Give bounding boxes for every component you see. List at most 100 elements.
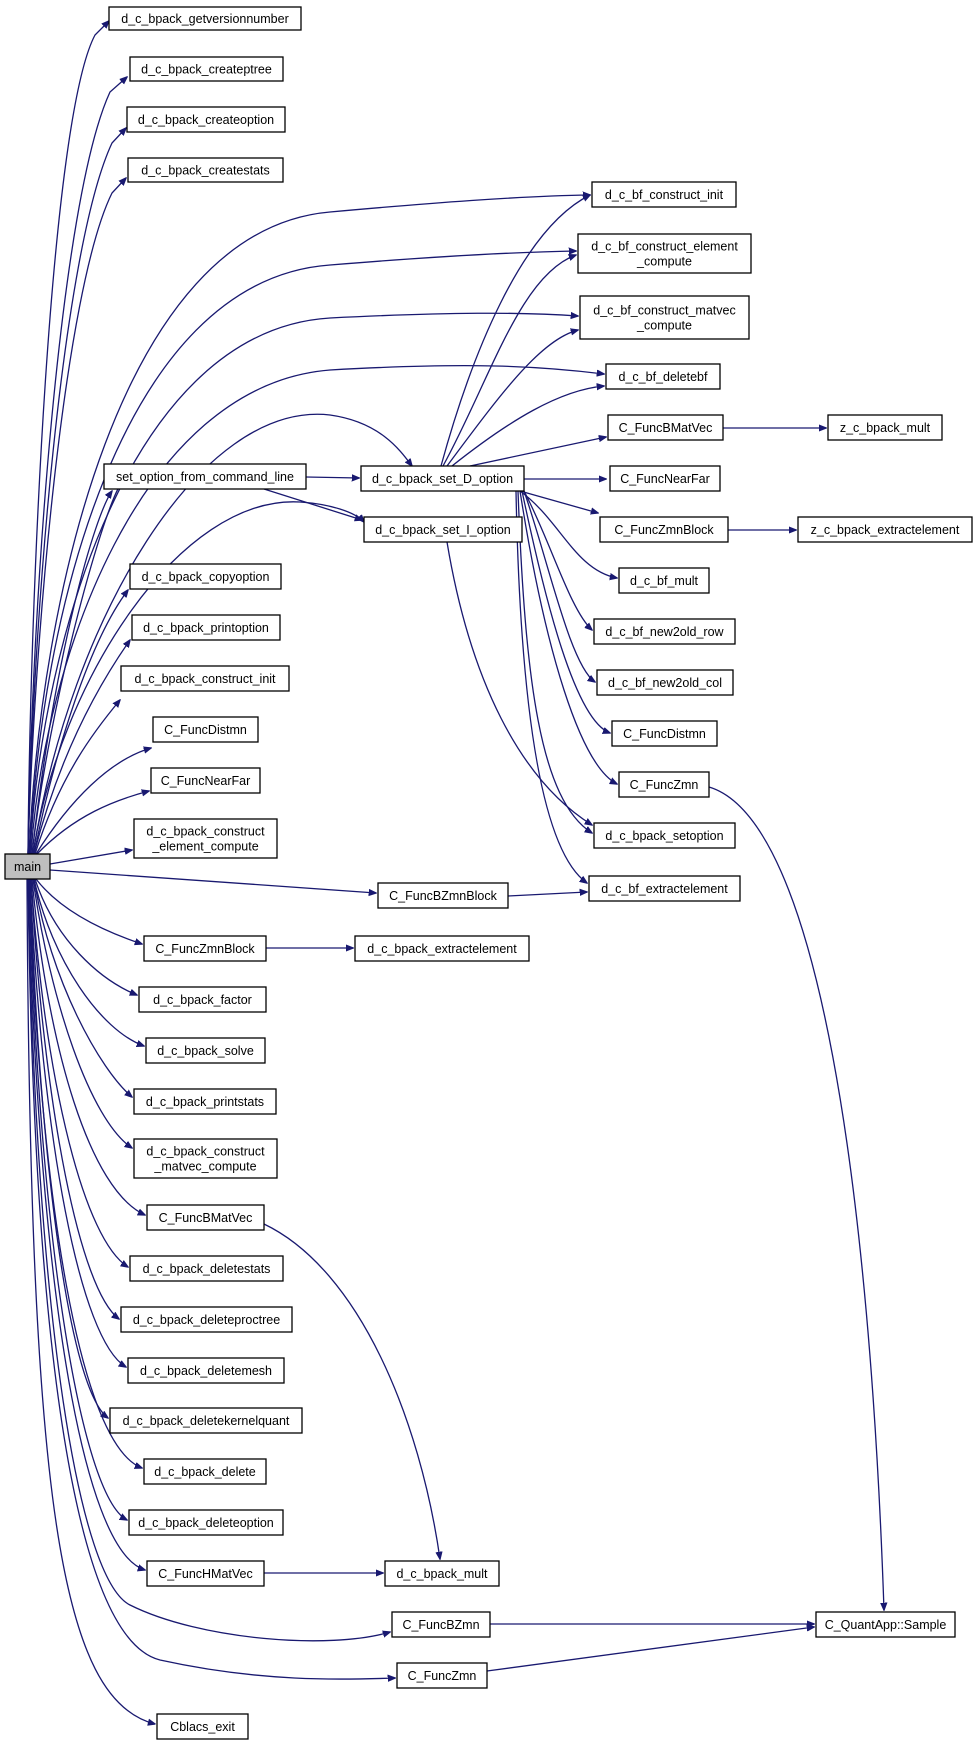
call-edge	[27, 878, 145, 1570]
function-node[interactable]: d_c_bpack_solve	[145, 1037, 266, 1064]
call-edge	[486, 1627, 814, 1672]
function-node[interactable]: C_FuncDistmn	[152, 716, 259, 743]
node-label: d_c_bf_extractelement	[601, 882, 728, 896]
function-node[interactable]: d_c_bpack_createstats	[127, 157, 284, 183]
call-edge	[29, 251, 576, 855]
function-node[interactable]: d_c_bf_construct_element_compute	[577, 233, 752, 274]
function-node[interactable]: d_c_bpack_createptree	[129, 56, 284, 82]
node-box	[354, 935, 530, 962]
call-edge	[34, 700, 120, 855]
function-node[interactable]: z_c_bpack_extractelement	[797, 516, 973, 543]
node-box	[596, 669, 734, 696]
function-node[interactable]: d_c_bpack_construct_init	[120, 665, 290, 692]
function-node[interactable]: C_FuncZmnBlock	[599, 516, 729, 543]
node-box	[133, 1088, 277, 1115]
function-node[interactable]: C_FuncBZmnBlock	[377, 882, 509, 909]
call-edge	[521, 490, 610, 733]
call-edge	[305, 477, 359, 478]
node-box	[360, 465, 525, 492]
node-label: d_c_bpack_set_D_option	[372, 472, 513, 486]
node-box	[577, 233, 752, 274]
node-box	[377, 882, 509, 909]
call-edge	[519, 490, 598, 513]
function-node[interactable]: d_c_bpack_copyoption	[129, 563, 282, 590]
function-node[interactable]: d_c_bf_deletebf	[605, 363, 721, 390]
function-node[interactable]: C_FuncBMatVec	[607, 414, 724, 441]
function-node[interactable]: d_c_bpack_extractelement	[354, 935, 530, 962]
function-node[interactable]: d_c_bpack_deletemesh	[127, 1357, 285, 1384]
function-node[interactable]: d_c_bf_construct_init	[591, 181, 737, 208]
node-box	[797, 516, 973, 543]
node-box	[827, 414, 943, 441]
function-node[interactable]: d_c_bpack_deleteproctree	[120, 1306, 293, 1333]
call-edge	[446, 330, 578, 467]
function-node[interactable]: d_c_bpack_printoption	[131, 614, 281, 641]
node-label: C_FuncBZmnBlock	[389, 889, 497, 903]
call-edge	[33, 590, 128, 855]
function-node[interactable]: d_c_bpack_deletestats	[129, 1255, 284, 1282]
node-box	[152, 716, 259, 743]
call-edge	[34, 878, 137, 995]
node-box	[129, 1255, 284, 1282]
node-label: d_c_bf_new2old_col	[608, 676, 722, 690]
function-node[interactable]: d_c_bpack_set_D_option	[360, 465, 525, 492]
function-node[interactable]: d_c_bpack_printstats	[133, 1088, 277, 1115]
function-node[interactable]: d_c_bf_new2old_row	[593, 618, 736, 645]
node-box	[126, 106, 286, 133]
function-node[interactable]: d_c_bf_mult	[618, 567, 710, 594]
function-node[interactable]: C_FuncNearFar	[150, 767, 261, 794]
function-node[interactable]: d_c_bpack_deletekernelquant	[109, 1407, 303, 1434]
function-node[interactable]: C_FuncZmn	[396, 1662, 488, 1689]
function-node[interactable]: C_FuncZmn	[618, 771, 710, 798]
node-box	[131, 614, 281, 641]
root-node-main[interactable]: main	[4, 853, 51, 880]
node-label: d_c_bpack_extractelement	[367, 942, 517, 956]
node-box	[588, 875, 741, 902]
node-box	[607, 414, 724, 441]
node-label: C_FuncZmnBlock	[155, 942, 255, 956]
call-edge	[33, 878, 132, 1097]
function-node[interactable]: d_c_bf_extractelement	[588, 875, 741, 902]
function-node[interactable]: C_FuncBZmn	[391, 1611, 491, 1638]
function-node[interactable]: d_c_bpack_factor	[138, 986, 267, 1013]
function-node[interactable]: d_c_bf_new2old_col	[596, 669, 734, 696]
node-box	[133, 1138, 278, 1179]
function-node[interactable]: d_c_bf_construct_matvec_compute	[579, 295, 750, 340]
node-label: C_FuncHMatVec	[158, 1567, 252, 1581]
call-edge	[35, 748, 151, 855]
function-node[interactable]: set_option_from_command_line	[103, 463, 307, 490]
function-node[interactable]: C_QuantApp::Sample	[815, 1611, 956, 1638]
function-node[interactable]: d_c_bpack_construct_element_compute	[133, 818, 278, 859]
call-edge	[31, 476, 121, 855]
call-edge	[263, 1223, 440, 1559]
node-label: d_c_bpack_deleteoption	[138, 1516, 274, 1530]
node-box	[599, 516, 729, 543]
function-node[interactable]: d_c_bpack_construct_matvec_compute	[133, 1138, 278, 1179]
function-node[interactable]: C_FuncDistmn	[611, 720, 718, 747]
function-node[interactable]: C_FuncBMatVec	[146, 1204, 265, 1231]
function-node[interactable]: Cblacs_exit	[156, 1713, 249, 1740]
node-label: z_c_bpack_extractelement	[811, 523, 960, 537]
node-label: C_FuncBZmn	[402, 1618, 479, 1632]
function-node[interactable]: d_c_bpack_getversionnumber	[108, 6, 302, 31]
function-node[interactable]: d_c_bpack_createoption	[126, 106, 286, 133]
call-edge	[27, 178, 126, 855]
function-node[interactable]: d_c_bpack_setoption	[593, 822, 736, 849]
call-edge	[708, 786, 884, 1610]
call-edge	[29, 878, 108, 1418]
node-box	[593, 618, 736, 645]
node-box	[363, 516, 523, 543]
node-box	[138, 986, 267, 1013]
function-node[interactable]: d_c_bpack_delete	[143, 1458, 267, 1485]
function-node[interactable]: d_c_bpack_mult	[384, 1560, 500, 1587]
function-node[interactable]: C_FuncZmnBlock	[143, 935, 267, 962]
node-label: Cblacs_exit	[170, 1720, 235, 1734]
node-label: set_option_from_command_line	[116, 470, 294, 484]
function-node[interactable]: d_c_bpack_deleteoption	[128, 1509, 284, 1536]
function-node[interactable]: z_c_bpack_mult	[827, 414, 943, 441]
function-node[interactable]: C_FuncNearFar	[609, 465, 721, 492]
function-node[interactable]: C_FuncHMatVec	[146, 1560, 265, 1587]
function-node[interactable]: d_c_bpack_set_I_option	[363, 516, 523, 543]
node-box	[145, 1037, 266, 1064]
node-label: d_c_bpack_delete	[154, 1465, 256, 1479]
